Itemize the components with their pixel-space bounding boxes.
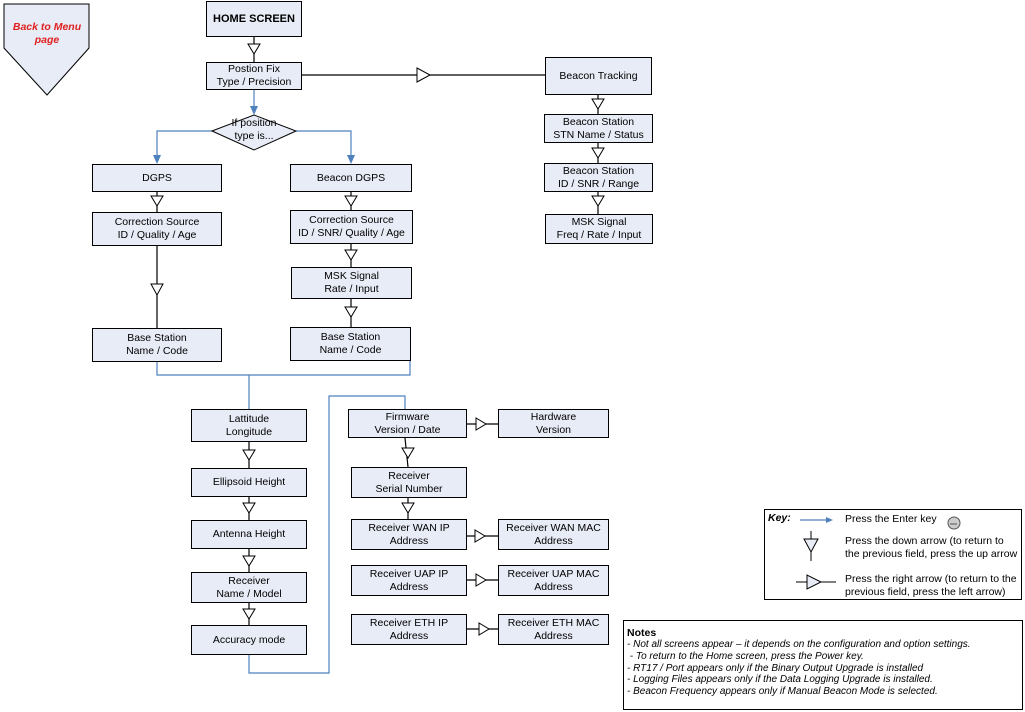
back-to-menu-label: Back to Menu page [12, 21, 82, 46]
enter-key-icon [947, 516, 961, 530]
legend-title: Key: [768, 512, 791, 524]
note-line: - Not all screens appear – it depends on… [627, 639, 971, 650]
node-dgps-correction-source[interactable]: Correction Source ID / Quality / Age [92, 212, 222, 246]
legend-down-text: Press the down arrow (to return to the p… [845, 535, 1018, 560]
note-line: - To return to the Home screen, press th… [627, 650, 864, 662]
down-arrow-icons [150, 43, 605, 620]
node-beacon-correction-source[interactable]: Correction Source ID / SNR/ Quality / Ag… [290, 210, 413, 244]
legend-key: Key: Press the Enter key Press the down … [764, 509, 1022, 600]
right-arrow-icons [416, 67, 490, 636]
node-serial-number[interactable]: Receiver Serial Number [351, 467, 467, 498]
note-line: - Beacon Frequency appears only if Manua… [627, 686, 938, 698]
decision-diamond [210, 114, 298, 151]
node-msk-signal-rate[interactable]: MSK Signal Rate / Input [291, 267, 412, 299]
node-accuracy-mode[interactable]: Accuracy mode [191, 625, 307, 655]
legend-enter-text: Press the Enter key [845, 513, 937, 525]
enter-arrowheads [153, 106, 355, 164]
node-hardware-version[interactable]: Hardware Version [498, 409, 609, 438]
node-receiver-name[interactable]: Receiver Name / Model [191, 572, 307, 603]
node-wan-mac[interactable]: Receiver WAN MAC Address [498, 519, 609, 550]
node-beacon-tracking[interactable]: Beacon Tracking [545, 57, 652, 95]
node-uap-mac[interactable]: Receiver UAP MAC Address [498, 565, 609, 596]
decision-label: If position type is... [231, 117, 277, 142]
node-latitude-longitude[interactable]: Lattitude Longitude [191, 409, 307, 442]
node-firmware-version[interactable]: Firmware Version / Date [348, 409, 467, 438]
node-beacon-station-id[interactable]: Beacon Station ID / SNR / Range [544, 163, 653, 192]
node-wan-ip[interactable]: Receiver WAN IP Address [351, 519, 467, 550]
notes-title: Notes [627, 627, 657, 639]
enter-connectors [156, 89, 411, 674]
note-line: - Logging Files appears only if the Data… [627, 674, 933, 686]
legend-right-text: Press the right arrow (to return to the … [845, 573, 1017, 598]
notes-panel: Notes - Not all screens appear – it depe… [623, 620, 1023, 710]
note-line: - RT17 / Port appears only if the Binary… [627, 662, 924, 674]
node-position-fix[interactable]: Postion Fix Type / Precision [206, 62, 302, 90]
node-dgps-base-station[interactable]: Base Station Name / Code [92, 328, 222, 362]
node-uap-ip[interactable]: Receiver UAP IP Address [351, 565, 467, 596]
node-home-screen[interactable]: HOME SCREEN [206, 1, 302, 37]
node-beacon-dgps[interactable]: Beacon DGPS [290, 164, 412, 192]
legend-symbols [796, 516, 961, 590]
back-to-menu-button[interactable]: Back to Menu page [3, 3, 91, 96]
node-eth-ip[interactable]: Receiver ETH IP Address [351, 614, 467, 645]
node-beacon-station-stn[interactable]: Beacon Station STN Name / Status [544, 114, 653, 143]
node-ellipsoid-height[interactable]: Ellipsoid Height [191, 468, 307, 497]
node-msk-signal-freq[interactable]: MSK Signal Freq / Rate / Input [545, 214, 653, 244]
enter-arrow-icon [826, 517, 833, 523]
node-antenna-height[interactable]: Antenna Height [191, 520, 307, 549]
right-arrow-icon [806, 574, 823, 590]
node-dgps[interactable]: DGPS [92, 164, 222, 192]
pentagon-arrow-icon [3, 3, 90, 96]
node-beacon-base-station[interactable]: Base Station Name / Code [290, 327, 411, 361]
node-eth-mac[interactable]: Receiver ETH MAC Address [498, 614, 609, 645]
down-arrow-icon [803, 538, 819, 554]
